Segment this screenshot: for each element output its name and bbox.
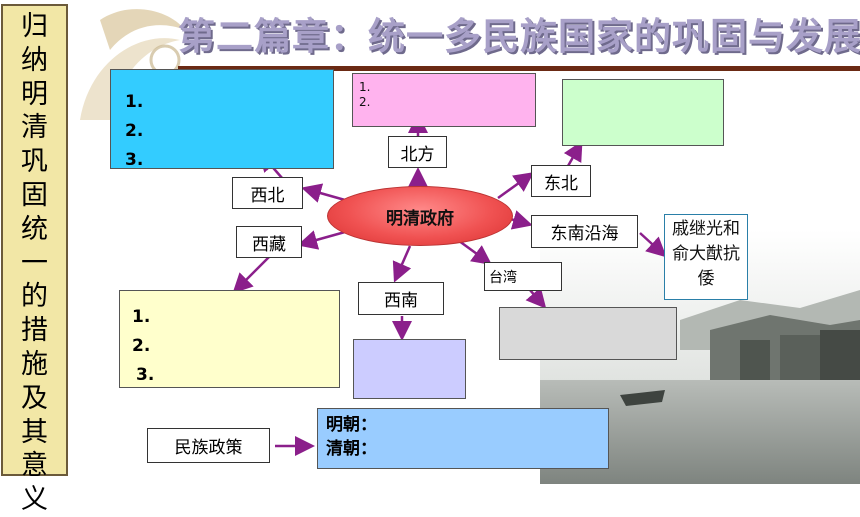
label-southeast-coast: 东南沿海: [531, 215, 638, 248]
label-ethnic-policy: 民族政策: [147, 428, 270, 463]
north-item-2: 2.: [359, 95, 371, 109]
ethnic-policy-box: 明朝： 清朝：: [317, 408, 609, 469]
northeast-box: [562, 79, 724, 146]
label-southwest: 西南: [358, 282, 444, 315]
northwest-item-3: 3.: [125, 150, 144, 170]
northwest-item-2: 2.: [125, 121, 144, 141]
policy-qing: 清朝：: [326, 439, 377, 459]
tibet-item-3: 3.: [136, 365, 155, 385]
policy-ming: 明朝：: [326, 415, 377, 435]
label-north: 北方: [388, 136, 447, 168]
arrow-to-northwest: [301, 183, 346, 203]
label-northeast: 东北: [531, 165, 591, 197]
arrow-tibet-to-box: [232, 255, 271, 294]
arrow-to-northeast: [497, 172, 535, 200]
north-measures-box: 1. 2.: [352, 73, 536, 127]
label-taiwan: 台湾: [484, 262, 562, 291]
southwest-box: [353, 339, 466, 399]
north-item-1: 1.: [359, 80, 371, 94]
arrow-taiwan-to-box: [525, 287, 547, 309]
tibet-item-1: 1.: [132, 307, 151, 327]
southeast-note-text: 戚继光和俞大猷抗倭: [672, 219, 740, 289]
tibet-item-2: 2.: [132, 336, 151, 356]
label-tibet: 西藏: [236, 226, 302, 258]
title-underline: [178, 66, 860, 71]
northwest-measures-box: 1. 2. 3.: [110, 69, 334, 170]
northwest-item-1: 1.: [125, 92, 144, 112]
taiwan-box: [499, 307, 677, 360]
label-northwest: 西北: [232, 177, 303, 209]
central-government-node: 明清政府: [327, 186, 513, 246]
arrow-to-southwest: [392, 245, 412, 283]
tibet-measures-box: 1. 2. 3.: [119, 290, 340, 388]
arrow-to-tibet: [297, 230, 346, 250]
southeast-note-box: 戚继光和俞大猷抗倭: [664, 214, 748, 300]
arrow-southeast-to-note: [639, 232, 667, 258]
arrow-northeast-to-box: [563, 140, 583, 167]
